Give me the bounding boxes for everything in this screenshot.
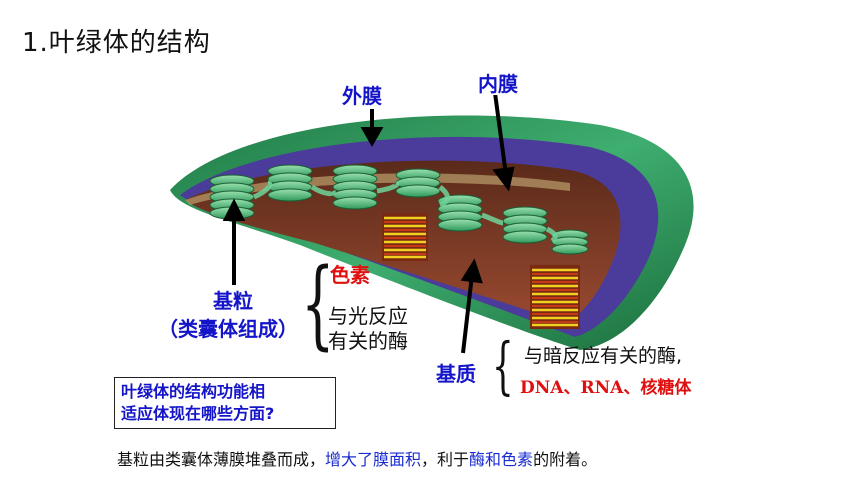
answer-part1: 基粒由类囊体薄膜堆叠而成，	[117, 450, 326, 469]
outer-membrane-label: 外膜	[342, 84, 382, 108]
light-enzyme-line2: 有关的酶	[328, 329, 408, 353]
inner-membrane-label: 内膜	[478, 72, 518, 96]
stroma-nucleic-text: DNA、RNA、核糖体	[520, 378, 692, 398]
pointer-arrows	[222, 95, 515, 354]
grana-sub-label: （类囊体组成）	[158, 317, 298, 341]
granum-4	[395, 168, 441, 198]
stroma-lamellae	[252, 180, 558, 244]
light-enzyme-line1: 与光反应	[328, 304, 408, 328]
question-line2: 适应体现在哪些方面?	[121, 404, 275, 423]
answer-part2: ，利于	[421, 450, 470, 469]
chloroplast-diagram	[170, 95, 694, 354]
answer-text: 基粒由类囊体薄膜堆叠而成，增大了膜面积，利于酶和色素的附着。	[117, 446, 597, 470]
grana-label: 基粒	[213, 289, 253, 313]
granum-6	[502, 206, 548, 244]
granum-7	[551, 229, 589, 255]
pigment-text: 色素	[330, 263, 370, 287]
question-box: 叶绿体的结构功能相 适应体现在哪些方面?	[114, 377, 336, 429]
question-line1: 叶绿体的结构功能相	[121, 382, 266, 401]
granum-section-1	[382, 213, 428, 261]
stroma-brace: {	[492, 329, 514, 402]
answer-part3: 的附着。	[533, 450, 598, 469]
arrow-inner	[493, 95, 508, 176]
granum-2	[267, 164, 313, 202]
granum-3	[332, 164, 378, 210]
arrow-stroma	[461, 274, 474, 354]
stroma-label: 基质	[436, 362, 476, 386]
dark-reaction-enzyme-text: 与暗反应有关的酶,	[524, 345, 683, 367]
grana-brace: {	[301, 248, 335, 360]
light-reaction-enzyme-text: 与光反应 有关的酶	[328, 304, 408, 354]
answer-highlight-enzyme: 酶和色素	[469, 450, 534, 469]
granum-section-2	[530, 265, 580, 329]
answer-highlight-membrane: 增大了膜面积	[325, 450, 422, 469]
page-title: 1.叶绿体的结构	[22, 28, 211, 58]
